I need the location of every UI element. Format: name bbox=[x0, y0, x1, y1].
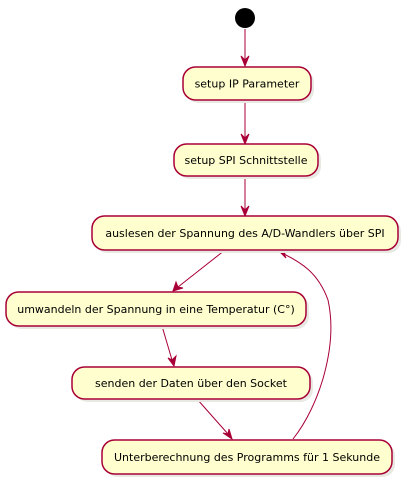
node-label: Unterberechnung des Programms für 1 Seku… bbox=[114, 451, 380, 464]
edge-setup-spi-to-auslesen-arrowhead bbox=[240, 205, 250, 218]
node-umwandeln-spannung: umwandeln der Spannung in eine Temperatu… bbox=[5, 291, 309, 329]
edge-senden-to-unterbrechung-arrowhead bbox=[222, 428, 233, 441]
node-auslesen-spannung: auslesen der Spannung des A/D-Wandlers ü… bbox=[91, 215, 401, 253]
edge-senden-to-unterbrechung bbox=[196, 398, 229, 435]
node-unterberechnung-programm: Unterberechnung des Programms für 1 Seku… bbox=[101, 439, 395, 477]
edge-umwandeln-to-senden-arrowhead bbox=[167, 354, 177, 368]
node-label: setup IP Parameter bbox=[195, 78, 300, 91]
node-label: umwandeln der Spannung in eine Temperatu… bbox=[17, 303, 295, 316]
start-node bbox=[235, 8, 255, 28]
node-label: auslesen der Spannung des A/D-Wandlers ü… bbox=[105, 227, 384, 240]
node-setup-ip-parameter: setup IP Parameter bbox=[182, 66, 314, 103]
edge-umwandeln-to-senden bbox=[161, 325, 173, 361]
edge-setup-ip-to-setup-spi-arrowhead bbox=[240, 133, 250, 146]
edges bbox=[161, 29, 332, 441]
node-senden-daten: senden der Daten über den Socket bbox=[71, 366, 313, 402]
edge-loop-back-to-auslesen bbox=[283, 253, 332, 440]
node-label: setup SPI Schnittstelle bbox=[185, 154, 308, 167]
edge-auslesen-to-umwandeln-arrowhead bbox=[172, 280, 184, 292]
edge-auslesen-to-umwandeln bbox=[177, 249, 226, 288]
node-setup-spi-schnittstelle: setup SPI Schnittstelle bbox=[173, 143, 321, 179]
node-label: senden der Daten über den Socket bbox=[95, 377, 288, 390]
edge-start-to-setup-ip-arrowhead bbox=[240, 55, 250, 68]
